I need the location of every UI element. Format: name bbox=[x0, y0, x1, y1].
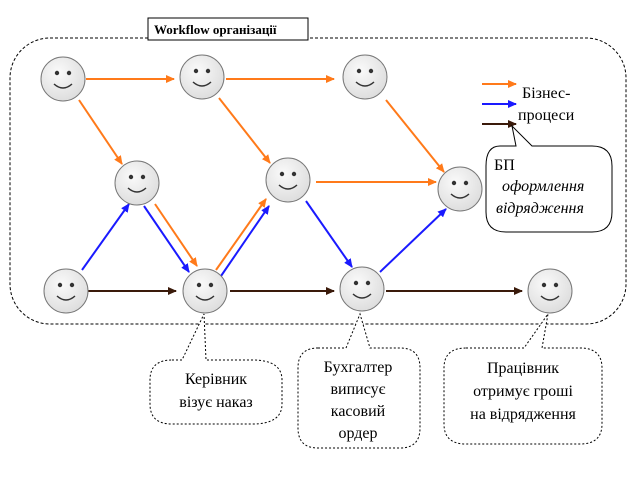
callout-accountant-line2: виписує bbox=[331, 381, 386, 398]
legend-label-line1: Бізнес- bbox=[522, 85, 570, 102]
callout-manager: Керівник візує наказ bbox=[149, 313, 283, 425]
smiley-face-icon bbox=[339, 266, 385, 312]
blue-process-arrows bbox=[81, 200, 447, 277]
callout-accountant-line3: касовий bbox=[331, 403, 386, 420]
smiley-face-icon bbox=[265, 157, 311, 203]
legend-label-line2: процеси bbox=[518, 107, 575, 124]
callout-worker-line1: Працівник bbox=[487, 360, 559, 377]
smiley-face-icon bbox=[527, 268, 573, 314]
callout-worker-line3: на відрядження bbox=[470, 406, 576, 423]
callout-worker: Працівник отримує гроші на відрядження bbox=[443, 313, 603, 445]
smiley-face-icon bbox=[40, 56, 86, 102]
callout-accountant: Бухгалтер виписує касовий ордер bbox=[297, 312, 421, 449]
callout-manager-line1: Керівник bbox=[185, 371, 247, 388]
callout-accountant-line4: ордер bbox=[338, 425, 377, 442]
smiley-face-icon bbox=[437, 166, 483, 212]
callout-manager-line2: візує наказ bbox=[179, 394, 252, 411]
callout-bp-line3: відрядження bbox=[496, 200, 584, 217]
blue-arrow bbox=[220, 205, 270, 277]
orange-process-arrows bbox=[78, 75, 445, 271]
title-box: Workflow організації bbox=[147, 17, 309, 41]
orange-arrow bbox=[218, 97, 271, 164]
smiley-face-icon bbox=[182, 268, 228, 314]
callout-bp-line2: оформлення bbox=[502, 178, 584, 195]
blue-arrow bbox=[379, 208, 447, 273]
smiley-face-icon bbox=[114, 160, 160, 206]
orange-arrow bbox=[154, 203, 198, 267]
organization-boundary bbox=[9, 37, 627, 325]
orange-arrow bbox=[78, 99, 123, 165]
smiley-face-icon bbox=[342, 54, 388, 100]
blue-arrow bbox=[81, 203, 130, 271]
diagram-title: Workflow організації bbox=[154, 22, 277, 37]
smiley-face-icon bbox=[43, 268, 89, 314]
callout-bp-line1: БП bbox=[494, 157, 515, 174]
orange-arrow bbox=[215, 198, 267, 271]
callout-worker-line2: отримує гроші bbox=[473, 383, 573, 400]
orange-arrow bbox=[385, 99, 445, 173]
callout-bp: БП оформлення відрядження bbox=[485, 124, 613, 233]
face-nodes bbox=[40, 54, 573, 314]
legend: Бізнес- процеси bbox=[482, 80, 575, 128]
blue-arrow bbox=[305, 200, 353, 268]
callout-accountant-line1: Бухгалтер bbox=[324, 359, 393, 376]
smiley-face-icon bbox=[179, 54, 225, 100]
blue-arrow bbox=[143, 205, 190, 273]
